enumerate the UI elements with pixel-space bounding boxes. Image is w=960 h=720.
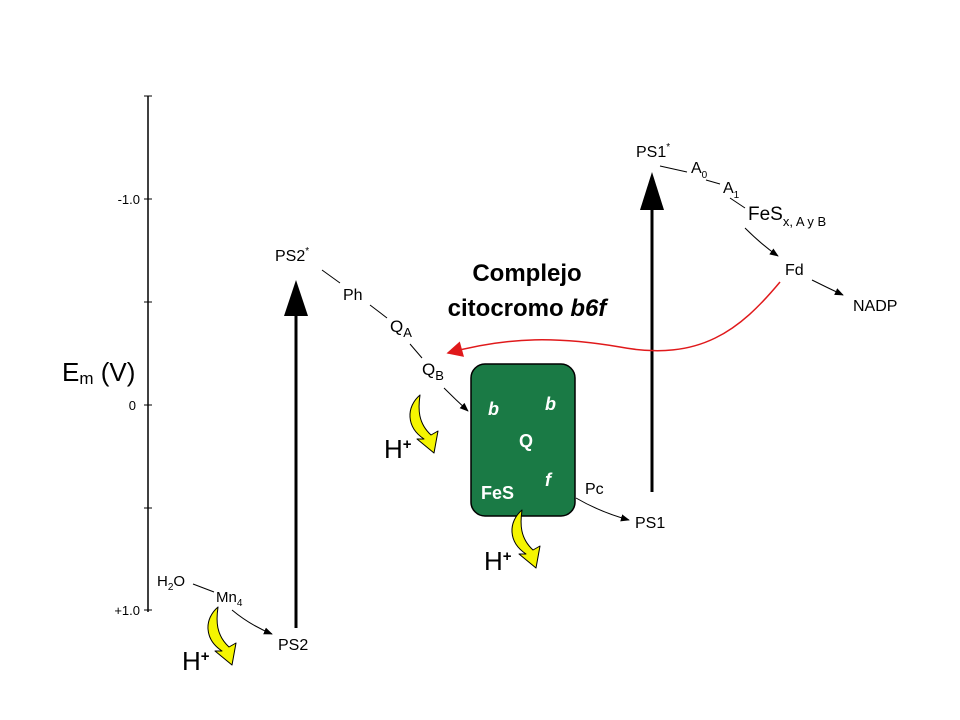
proton-release-complex: H+ <box>484 509 541 576</box>
nadp-label: NADP <box>853 298 897 315</box>
quinone-label: Q <box>519 431 533 451</box>
proton-release-ps2: H+ <box>182 606 237 676</box>
proton-label: H+ <box>182 646 210 676</box>
fes-xab-label: FeSx, A y B <box>748 204 826 229</box>
cyt-f-label: f <box>545 470 553 490</box>
yellow-curved-arrow-icon <box>207 606 237 666</box>
tick-label-plus-one: +1.0 <box>114 603 140 618</box>
complex-title: Complejo citocromo b6f <box>448 260 609 322</box>
a0-label: A0 <box>691 160 708 181</box>
qb-label: QB <box>422 360 444 383</box>
ps2-chain: H2O Mn4 PS2 PS2* Ph QA QB <box>157 246 469 654</box>
yellow-curved-arrow-icon <box>409 394 439 454</box>
mn4-label: Mn4 <box>216 589 243 609</box>
yellow-curved-arrow-icon <box>511 509 541 569</box>
a1-label: A1 <box>723 180 740 201</box>
axis-title: Em (V) <box>62 357 135 388</box>
ps1-excited-label: PS1* <box>636 142 670 161</box>
ps1-label: PS1 <box>635 515 665 532</box>
fes-label: FeS <box>481 483 514 503</box>
complex-box <box>470 363 576 517</box>
tick-label-zero: 0 <box>129 398 136 413</box>
cyclic-electron-flow-arrow <box>446 281 781 357</box>
cyt-b-label-1: b <box>488 399 499 419</box>
cyt-b-label-2: b <box>545 394 556 414</box>
energy-axis: -1.0 0 +1.0 Em (V) <box>62 95 152 618</box>
fd-label: Fd <box>785 262 804 279</box>
ps1-chain: Pc PS1 PS1* A0 A1 FeSx, A y B Fd NADP <box>575 142 897 532</box>
pc-label: Pc <box>585 481 604 498</box>
ps2-excited-label: PS2* <box>275 246 309 265</box>
ps2-excitation-arrow <box>284 280 308 628</box>
proton-label: H+ <box>484 546 512 576</box>
qa-label: QA <box>390 317 412 340</box>
h2o-label: H2O <box>157 573 185 593</box>
title-line-1: Complejo <box>472 260 581 287</box>
tick-label-minus-one: -1.0 <box>118 192 140 207</box>
ps2-label: PS2 <box>278 637 308 654</box>
ps1-excitation-arrow <box>640 172 664 492</box>
proton-release-qb: H+ <box>384 394 439 464</box>
ph-label: Ph <box>343 287 363 304</box>
cytochrome-b6f-complex: b b Q f FeS <box>470 363 576 517</box>
proton-label: H+ <box>384 434 412 464</box>
title-line-2: citocromo b6f <box>448 295 609 322</box>
